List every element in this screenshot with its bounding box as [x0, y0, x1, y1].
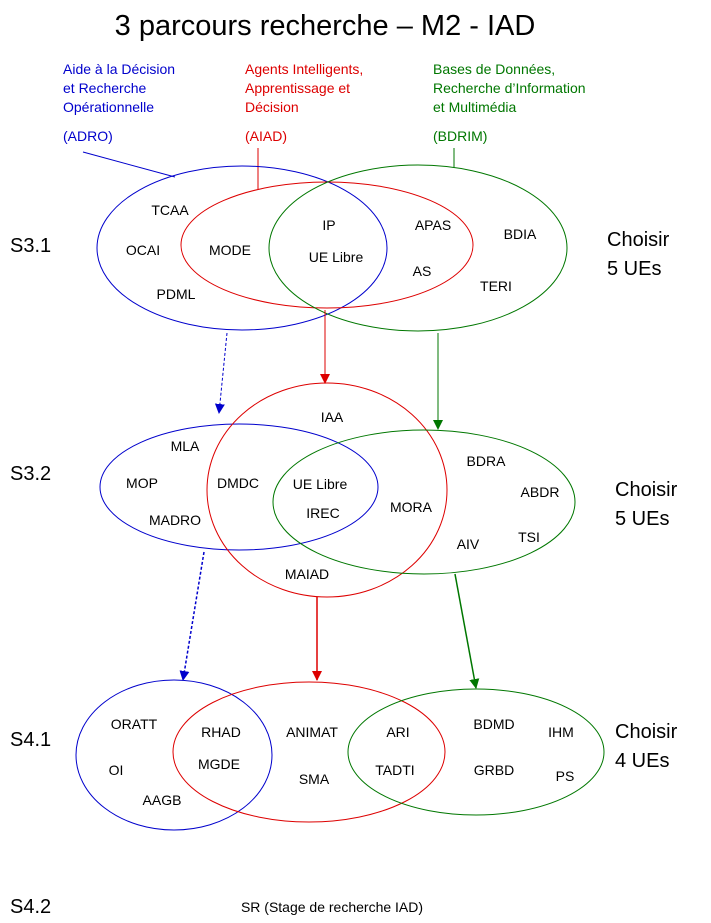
- choose-count: 4 UEs: [615, 750, 669, 772]
- ue-label: TSI: [518, 529, 540, 545]
- venn-s41: [75, 679, 605, 831]
- track-name-line: Recherche d’Information: [433, 80, 586, 96]
- ellipse-adro: [99, 423, 379, 551]
- ues-s41: ORATT OI AAGB RHAD MGDE ANIMAT SMA ARI T…: [109, 716, 575, 808]
- semester-label: S4.2: [10, 896, 51, 918]
- arrow-adro-s32-s41: [179, 551, 205, 681]
- semester-label: S4.1: [10, 729, 51, 751]
- ellipse-bdrim: [347, 688, 605, 816]
- choose-count: 5 UEs: [615, 508, 669, 530]
- ue-label: OI: [109, 762, 124, 778]
- ue-label: OCAI: [126, 242, 160, 258]
- ue-label: AAGB: [143, 792, 182, 808]
- ue-label: PDML: [157, 286, 196, 302]
- track-header-aiad: Agents Intelligents, Apprentissage et Dé…: [245, 61, 363, 144]
- track-name-line: Apprentissage et: [245, 80, 350, 96]
- track-code: (ADRO): [63, 128, 113, 144]
- ue-label: DMDC: [217, 475, 259, 491]
- ue-label: MORA: [390, 499, 433, 515]
- track-name-line: et Recherche: [63, 80, 146, 96]
- ue-label: IREC: [306, 505, 339, 521]
- page-title: 3 parcours recherche – M2 - IAD: [115, 10, 536, 42]
- ue-label: ORATT: [111, 716, 158, 732]
- track-name-line: Décision: [245, 99, 299, 115]
- ue-label: MLA: [171, 438, 200, 454]
- ellipse-bdrim: [268, 164, 568, 332]
- connector-adro: [82, 151, 176, 178]
- choose-label: Choisir: [607, 229, 670, 251]
- ue-label: BDRA: [467, 453, 507, 469]
- ellipse-adro: [75, 679, 273, 831]
- track-name-line: et Multimédia: [433, 99, 516, 115]
- venn-s31: [96, 164, 568, 332]
- track-name-line: Opérationnelle: [63, 99, 154, 115]
- ues-s32: IAA MLA MOP MADRO DMDC UE Libre IREC MOR…: [126, 409, 559, 582]
- semester-label: S3.1: [10, 235, 51, 257]
- ue-label: IAA: [321, 409, 344, 425]
- ue-label: ARI: [386, 724, 409, 740]
- ue-label: AIV: [457, 536, 480, 552]
- ellipse-aiad: [172, 681, 446, 823]
- arrow-adro-s31-s32: [214, 332, 228, 414]
- ue-label: MADRO: [149, 512, 201, 528]
- ue-label: APAS: [415, 217, 451, 233]
- ue-label: SMA: [299, 771, 330, 787]
- ellipse-adro: [96, 165, 388, 331]
- choose-count: 5 UEs: [607, 258, 661, 280]
- ue-label: GRBD: [474, 762, 514, 778]
- ue-label: PS: [556, 768, 575, 784]
- choose-label: Choisir: [615, 721, 678, 743]
- ue-label: UE Libre: [293, 476, 348, 492]
- ues-s31: TCAA OCAI PDML MODE IP UE Libre APAS AS …: [126, 202, 537, 302]
- ellipse-bdrim: [272, 429, 576, 575]
- track-name-line: Aide à la Décision: [63, 61, 175, 77]
- ue-label: RHAD: [201, 724, 241, 740]
- ue-label: UE Libre: [309, 249, 364, 265]
- track-name-line: Bases de Données,: [433, 61, 555, 77]
- track-name-line: Agents Intelligents,: [245, 61, 363, 77]
- ue-label: MGDE: [198, 756, 240, 772]
- ue-label: MAIAD: [285, 566, 329, 582]
- ue-label: IP: [322, 217, 335, 233]
- ue-label: IHM: [548, 724, 574, 740]
- arrows: [179, 310, 480, 689]
- ue-label: ANIMAT: [286, 724, 338, 740]
- track-code: (AIAD): [245, 128, 287, 144]
- track-header-bdrim: Bases de Données, Recherche d’Informatio…: [433, 61, 586, 144]
- ue-label: MOP: [126, 475, 158, 491]
- ue-label: BDMD: [473, 716, 514, 732]
- arrow-bdrim-s32-s41: [454, 573, 480, 689]
- choose-label: Choisir: [615, 479, 678, 501]
- ue-label: TCAA: [151, 202, 189, 218]
- ue-label: AS: [413, 263, 432, 279]
- semester-label: S3.2: [10, 463, 51, 485]
- ue-label: BDIA: [504, 226, 537, 242]
- s42-note: SR (Stage de recherche IAD): [241, 899, 423, 915]
- ue-label: ABDR: [521, 484, 560, 500]
- ue-label: TERI: [480, 278, 512, 294]
- ue-label: TADTI: [375, 762, 414, 778]
- track-header-adro: Aide à la Décision et Recherche Opératio…: [63, 61, 175, 144]
- ue-label: MODE: [209, 242, 251, 258]
- track-code: (BDRIM): [433, 128, 487, 144]
